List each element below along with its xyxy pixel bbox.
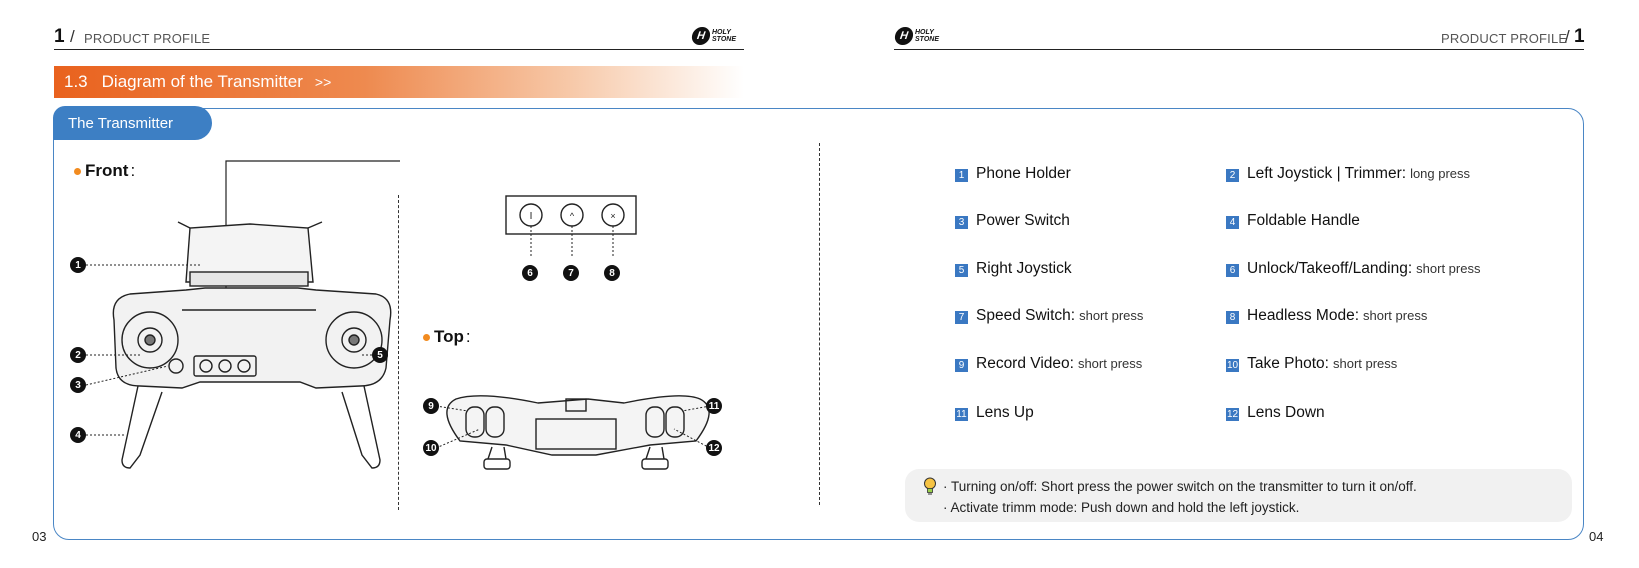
logo-mark: H bbox=[893, 27, 915, 45]
left-header-slash: / bbox=[70, 27, 75, 46]
callout-7: 7 bbox=[563, 265, 579, 281]
bullet-icon bbox=[423, 333, 430, 341]
right-header-label: PRODUCT PROFILE bbox=[1441, 31, 1568, 46]
page-number-left: 03 bbox=[32, 529, 47, 544]
svg-text:×: × bbox=[610, 211, 615, 221]
bullet-icon bbox=[74, 167, 81, 175]
content-frame bbox=[53, 108, 1584, 540]
callout-4: 4 bbox=[70, 427, 86, 443]
logo-mark: H bbox=[690, 27, 712, 45]
divider-front-top bbox=[398, 195, 399, 510]
right-header-rule bbox=[894, 49, 1584, 50]
callout-8: 8 bbox=[604, 265, 620, 281]
page-number-right: 04 bbox=[1589, 529, 1604, 544]
right-header-slash: / bbox=[1565, 27, 1570, 46]
callout-11: 11 bbox=[706, 398, 722, 414]
left-header-number: 1 bbox=[54, 26, 65, 47]
right-header-number: 1 bbox=[1574, 26, 1585, 47]
section-title: Diagram of the Transmitter bbox=[101, 72, 303, 91]
tip-line-trim: · Activate trimm mode: Push down and hol… bbox=[943, 500, 1300, 515]
callout-3: 3 bbox=[70, 377, 86, 393]
svg-text:I: I bbox=[530, 211, 533, 222]
svg-text:^: ^ bbox=[570, 211, 575, 221]
lightbulb-icon bbox=[924, 477, 936, 495]
callout-1: 1 bbox=[70, 257, 86, 273]
front-buttons-zoom-drawing: I ^ × bbox=[505, 195, 637, 256]
tip-box: · Turning on/off: Short press the power … bbox=[905, 469, 1572, 522]
transmitter-tab: The Transmitter bbox=[53, 106, 212, 140]
section-arrows: >> bbox=[314, 74, 332, 90]
callout-2: 2 bbox=[70, 347, 86, 363]
callout-12: 12 bbox=[706, 440, 722, 456]
section-title-bar: 1.3 Diagram of the Transmitter >> bbox=[54, 66, 744, 98]
front-label: Front: bbox=[74, 161, 135, 181]
transmitter-front-drawing bbox=[85, 160, 400, 469]
left-header-label: PRODUCT PROFILE bbox=[84, 31, 211, 46]
top-label: Top: bbox=[423, 327, 471, 347]
divider-pages bbox=[819, 143, 820, 505]
callout-5: 5 bbox=[372, 347, 388, 363]
callout-9: 9 bbox=[423, 398, 439, 414]
tip-line-power: · Turning on/off: Short press the power … bbox=[943, 479, 1417, 494]
callout-6: 6 bbox=[522, 265, 538, 281]
callout-10: 10 bbox=[423, 440, 439, 456]
section-number: 1.3 bbox=[64, 72, 88, 91]
left-header-rule bbox=[54, 49, 744, 50]
transmitter-top-drawing bbox=[435, 395, 711, 470]
